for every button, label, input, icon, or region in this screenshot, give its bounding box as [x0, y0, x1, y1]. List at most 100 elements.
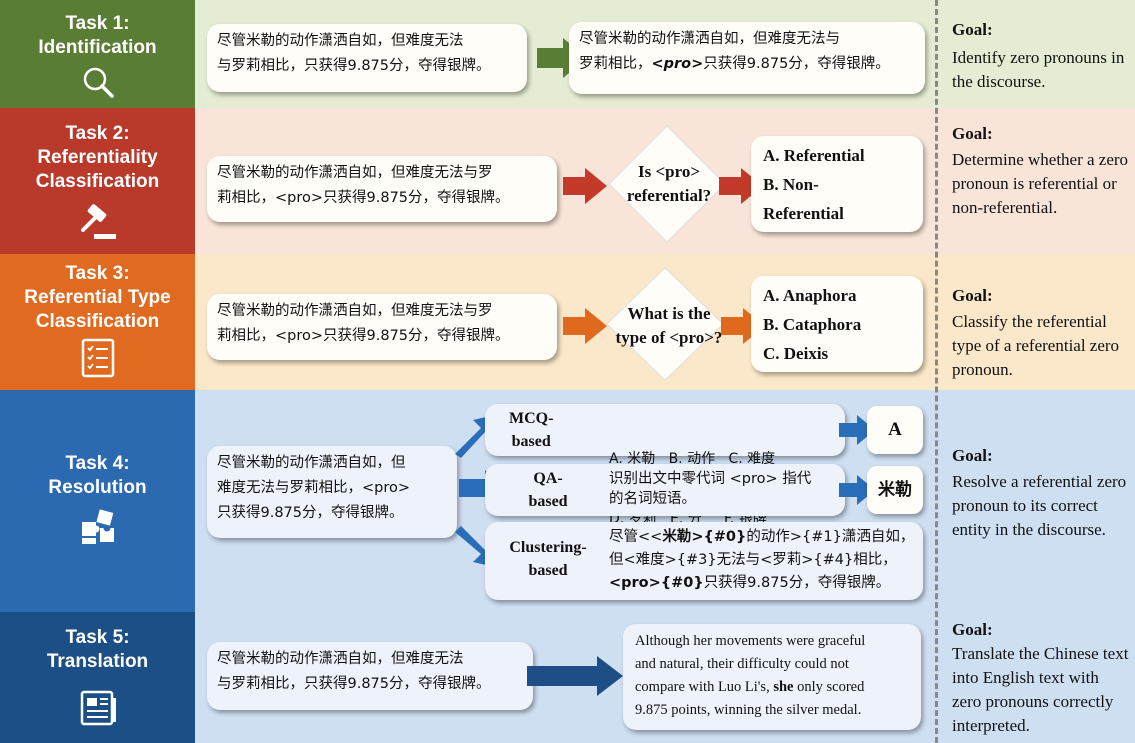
task3-question-line2: type of <pro>?: [615, 328, 723, 347]
task4-input-box: 尽管米勒的动作潇洒自如，但 难度无法与罗莉相比，<pro> 只获得9.875分，…: [207, 446, 457, 538]
magnifier-icon: [83, 67, 114, 98]
task5-goal-text: Translate the Chinese text into English …: [952, 644, 1129, 735]
task2-question-diamond: [608, 125, 726, 243]
task5-input-line1: 尽管米勒的动作潇洒自如，但难度无法: [217, 651, 464, 667]
task3-options-box: A. Anaphora B. Cataphora C. Deixis: [751, 276, 923, 372]
task2-input-line1: 尽管米勒的动作潇洒自如，但难度无法与罗: [217, 165, 493, 181]
task3-option-a: A. Anaphora: [763, 286, 857, 305]
task4-cl-method-line1: Clustering-: [509, 539, 587, 556]
task4-cl-l1-c: >{#0}: [691, 529, 747, 545]
task4-cl-l3-b: 只获得9.875分，夺得银牌。: [703, 575, 891, 591]
task3-options: A. Anaphora B. Cataphora C. Deixis: [763, 281, 861, 368]
task1-content: 尽管米勒的动作潇洒自如，但难度无法 与罗莉相比，只获得9.875分，夺得银牌。 …: [195, 0, 940, 108]
task2-goal-title: Goal:: [952, 124, 993, 143]
task2-title-line3: Classification: [35, 171, 160, 192]
task5-content: 尽管米勒的动作潇洒自如，但难度无法 与罗莉相比，只获得9.875分，夺得银牌。 …: [195, 612, 940, 743]
task1-title-line1: Task 1:: [65, 13, 130, 34]
task2-options-box: A. Referential B. Non- Referential: [751, 136, 923, 232]
task4-goal-title: Goal:: [952, 446, 993, 465]
task4-mcq-method-line1: MCQ-: [509, 410, 554, 427]
puzzle-icon: [82, 509, 114, 544]
task5-title-line2: Translation: [46, 651, 149, 672]
task4-clustering-box: Clustering- based 尽管<<米勒>{#0}的动作>{#1}潇洒自…: [485, 522, 923, 600]
task3-title-line2: Referential Type: [24, 287, 171, 308]
task1-goal-title: Goal:: [952, 20, 993, 39]
task4-mcq-options-line1: A. 米勒 B. 动作 C. 难度: [609, 451, 776, 467]
task1-title-line2: Identification: [38, 37, 157, 58]
task2-option-b1: B. Non-: [763, 175, 819, 194]
task1-goal: Goal: Identify zero pronouns in the disc…: [940, 0, 1135, 108]
task4-qa-question-line2: 的名词短语。: [609, 491, 696, 507]
task3-option-c: C. Deixis: [763, 344, 829, 363]
task3-option-b: B. Cataphora: [763, 315, 862, 334]
task5-goal: Goal: Translate the Chinese text into En…: [940, 612, 1135, 743]
task3-row: Task 3: Referential Type Classification …: [0, 254, 1135, 390]
task5-output-line4: 9.875 points, winning the silver medal.: [635, 702, 862, 718]
task2-input-line2: 莉相比，<pro>只获得9.875分，夺得银牌。: [217, 190, 510, 206]
task4-cl-entity: 米勒: [662, 529, 692, 545]
task3-goal-title: Goal:: [952, 286, 993, 305]
task3-question: What is the type of <pro>?: [599, 302, 739, 350]
task3-arrow-1: [563, 308, 607, 344]
task4-qa-question-line1: 识别出文中零代词 <pro> 指代: [609, 471, 812, 487]
task5-output-box: Although her movements were graceful and…: [623, 624, 921, 730]
task3-input-line1: 尽管米勒的动作潇洒自如，但难度无法与罗: [217, 303, 493, 319]
task2-goal-text: Determine whether a zero pronoun is refe…: [952, 150, 1129, 217]
task3-goal-text: Classify the referential type of a refer…: [952, 312, 1120, 379]
task4-cl-l1-d: 的动作>{#1}潇洒自如，: [746, 529, 915, 545]
task4-cl-method: Clustering- based: [493, 536, 603, 582]
task4-cl-line1: 尽管<<米勒>{#0}的动作>{#1}潇洒自如，: [609, 526, 914, 549]
task1-pro-marker: <pro>: [651, 56, 704, 72]
task4-cl-method-line2: based: [528, 562, 568, 579]
task4-mcq-box: MCQ- based A. 米勒 B. 动作 C. 难度 D. 罗莉 E. 分 …: [485, 404, 845, 527]
task4-cl-line2: 但<难度>{#3}无法与<罗莉>{#4}相比，: [609, 552, 897, 568]
task4-input-line1: 尽管米勒的动作潇洒自如，但: [217, 455, 406, 471]
task2-options: A. Referential B. Non- Referential: [763, 141, 865, 228]
task2-option-b2: Referential: [763, 204, 844, 223]
task5-arrow: [527, 656, 623, 696]
task4-cl-text: 尽管<<米勒>{#0}的动作>{#1}潇洒自如， 但<难度>{#3}无法与<罗莉…: [609, 526, 914, 595]
task4-arrow-mcq-answer: [839, 415, 875, 445]
task3-input-box: 尽管米勒的动作潇洒自如，但难度无法与罗 莉相比，<pro>只获得9.875分，夺…: [207, 294, 557, 360]
task2-question: Is <pro> referential?: [599, 160, 739, 208]
task3-input-line2: 莉相比，<pro>只获得9.875分，夺得银牌。: [217, 328, 510, 344]
task2-row: Task 2: Referentiality Classification 尽管…: [0, 108, 1135, 254]
task5-goal-title: Goal:: [952, 620, 993, 639]
task5-row: Task 5: Translation 尽管米勒的动作潇洒自如，但难度无法 与罗…: [0, 612, 1135, 743]
document-icon: [80, 690, 116, 726]
task4-title-line2: Resolution: [48, 477, 147, 498]
task4-qa-answer: 米勒: [878, 480, 912, 500]
task2-question-line1: Is <pro>: [637, 162, 701, 181]
checklist-icon: [81, 338, 115, 378]
task5-title-line1: Task 5:: [65, 627, 130, 648]
task5-output-line3-pre: compare with Luo Li's,: [635, 679, 774, 695]
task5-input-line2: 与罗莉相比，只获得9.875分，夺得银牌。: [217, 676, 491, 692]
task1-label: Task 1: Identification: [0, 0, 195, 108]
gavel-icon: [81, 204, 116, 239]
task5-output-line3-post: only scored: [793, 679, 865, 695]
task2-question-line2: referential?: [626, 186, 712, 205]
task2-title-line1: Task 2:: [65, 123, 130, 144]
task1-output-line2: 罗莉相比，<pro>只获得9.875分，夺得银牌。: [579, 52, 915, 77]
task4-qa-method-line1: QA-: [533, 470, 563, 487]
task1-output-post: 只获得9.875分，夺得银牌。: [703, 56, 890, 72]
task4-qa-question: 识别出文中零代词 <pro> 指代 的名词短语。: [609, 469, 811, 509]
task4-arrow-qa-answer: [839, 475, 875, 505]
task5-input-box: 尽管米勒的动作潇洒自如，但难度无法 与罗莉相比，只获得9.875分，夺得银牌。: [207, 642, 533, 710]
task1-output-box: 尽管米勒的动作潇洒自如，但难度无法与 罗莉相比，<pro>只获得9.875分，夺…: [569, 22, 925, 94]
goal-divider: [935, 0, 938, 743]
task4-cl-pro: <pro>{#0}: [609, 575, 704, 591]
task4-goal-text: Resolve a referential zero pronoun to it…: [952, 472, 1127, 539]
task4-cl-l1-a: 尽管<<: [609, 529, 663, 545]
task4-cl-line3: <pro>{#0}只获得9.875分，夺得银牌。: [609, 572, 914, 595]
task4-qa-box: QA- based 识别出文中零代词 <pro> 指代 的名词短语。: [485, 464, 845, 516]
task2-label: Task 2: Referentiality Classification: [0, 108, 195, 254]
task3-content: 尽管米勒的动作潇洒自如，但难度无法与罗 莉相比，<pro>只获得9.875分，夺…: [195, 254, 940, 390]
task4-goal: Goal: Resolve a referential zero pronoun…: [940, 390, 1135, 612]
task4-mcq-answer: A: [888, 419, 902, 440]
task2-option-a: A. Referential: [763, 146, 865, 165]
task4-mcq-method: MCQ- based: [509, 407, 553, 453]
task4-content: 尽管米勒的动作潇洒自如，但 难度无法与罗莉相比，<pro> 只获得9.875分，…: [195, 390, 940, 612]
task1-input-line1: 尽管米勒的动作潇洒自如，但难度无法: [217, 33, 464, 49]
task5-output-line1: Although her movements were graceful: [635, 633, 866, 649]
